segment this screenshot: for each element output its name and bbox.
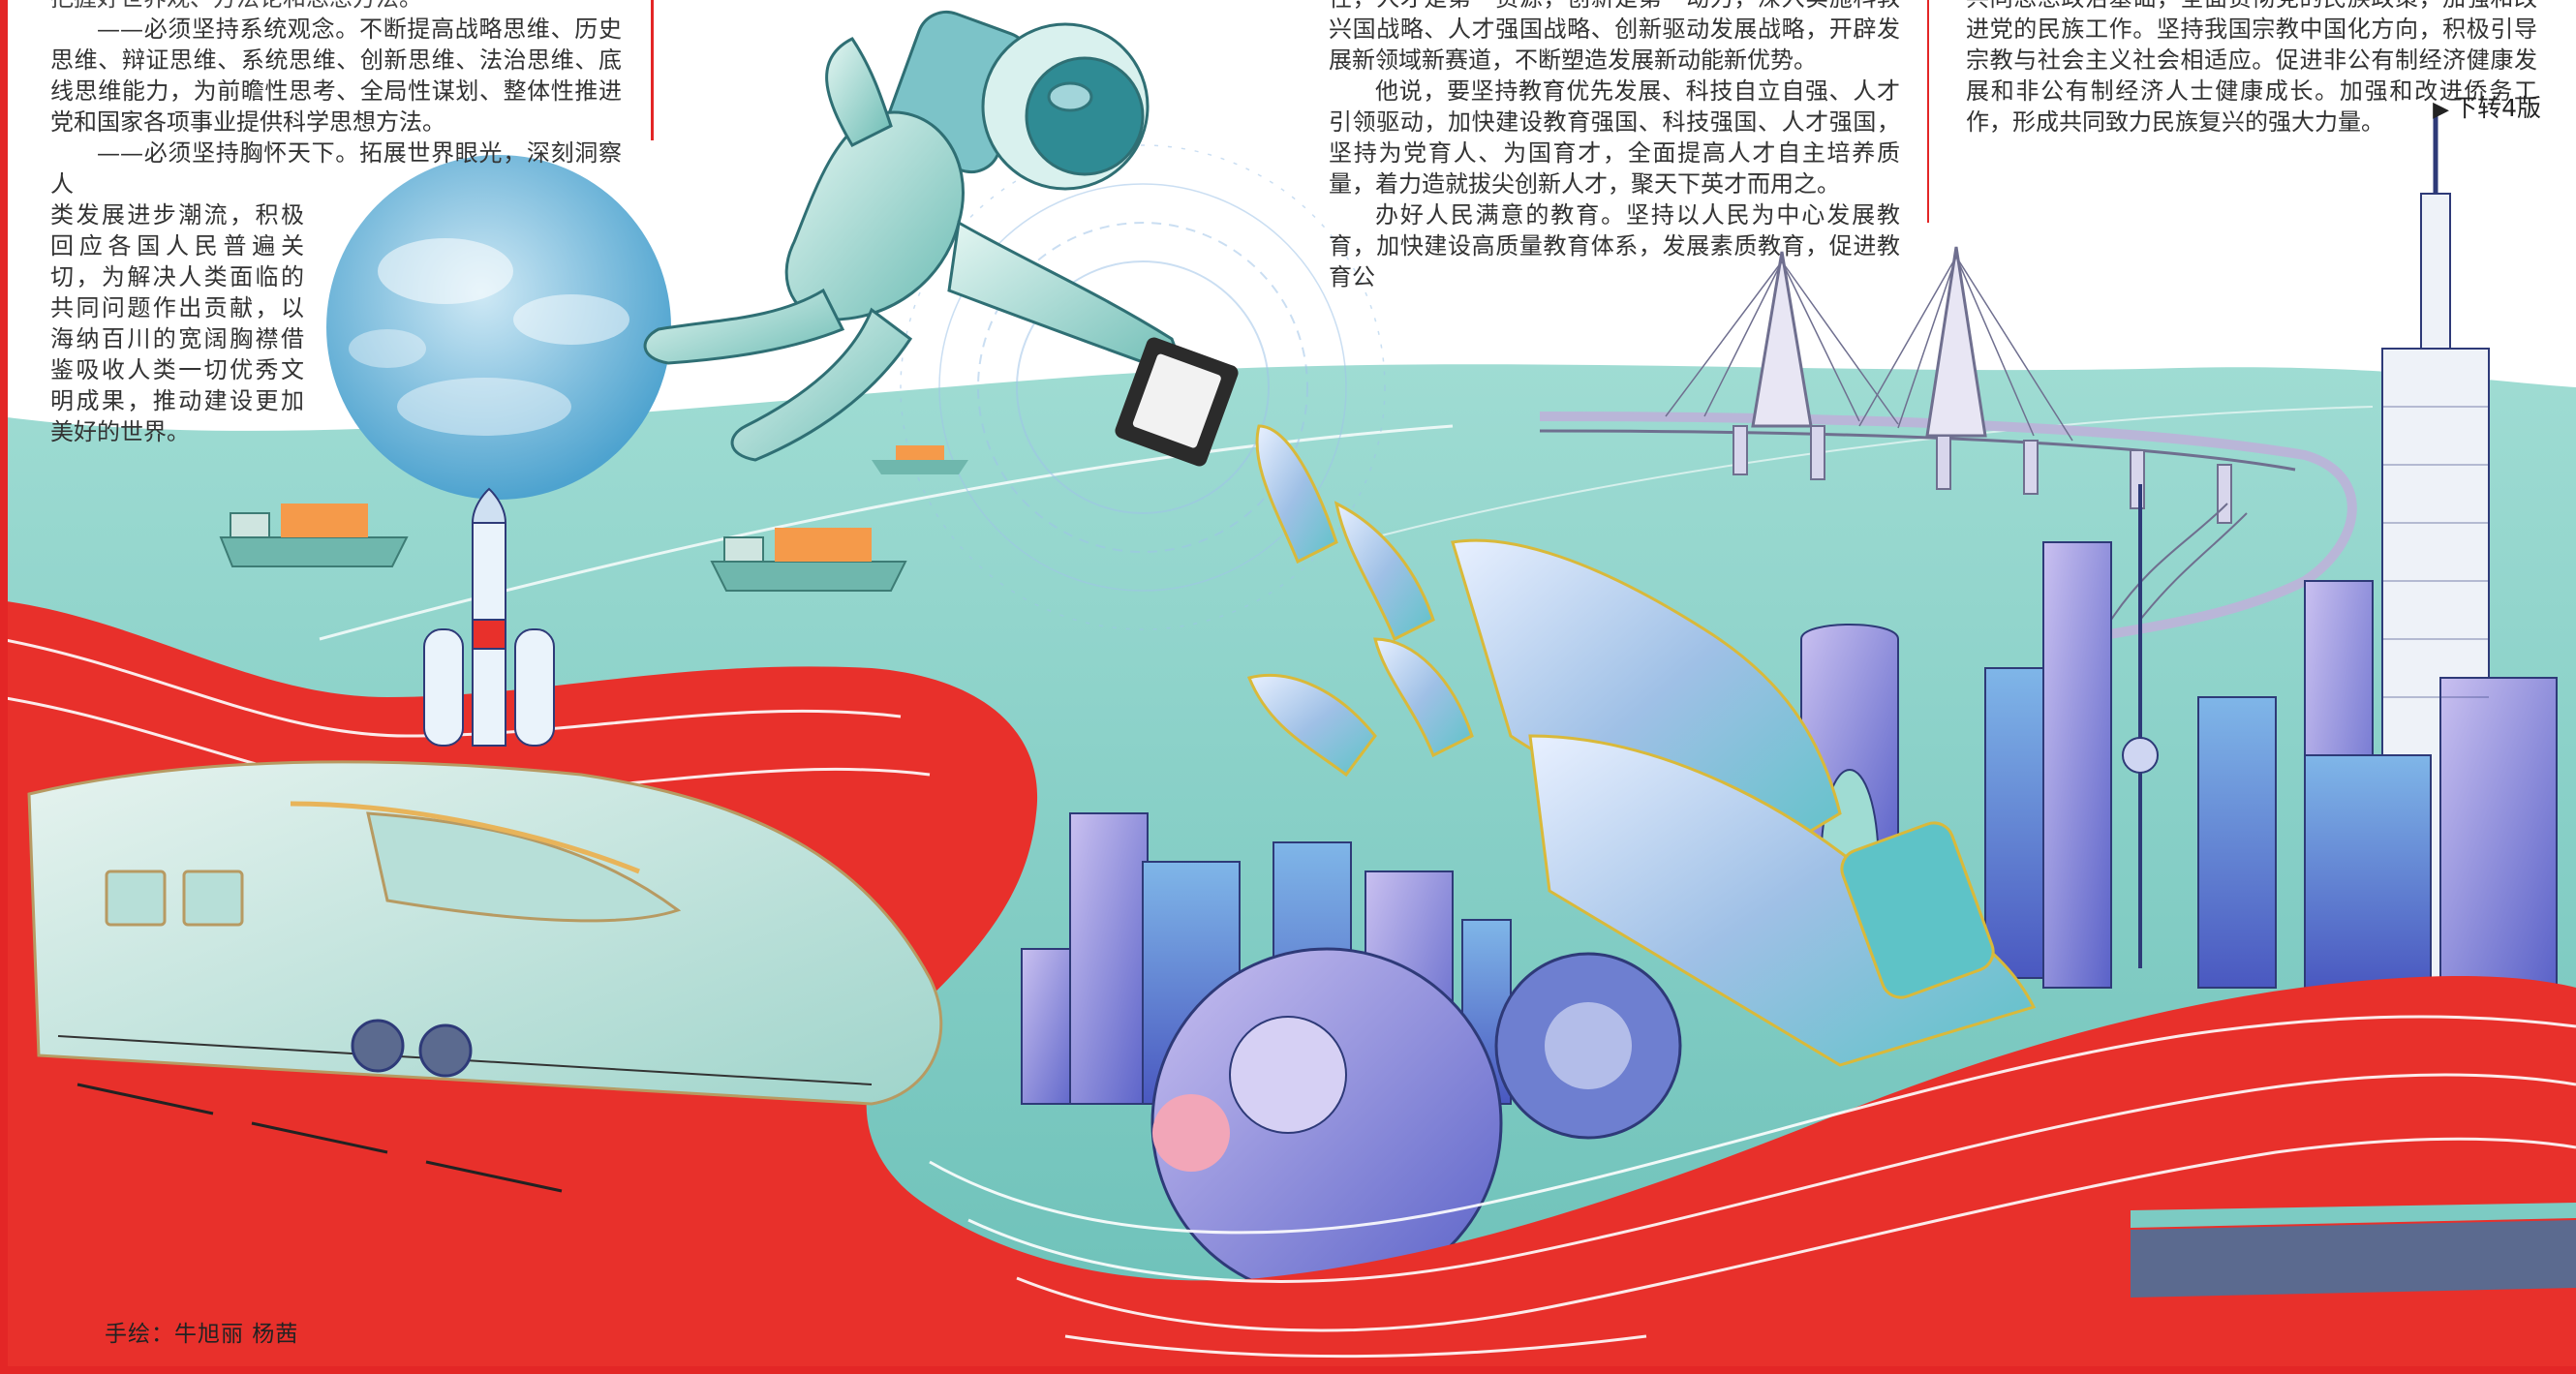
planet-icon (326, 155, 671, 500)
paragraph: 把握好世界观、方法论和思想方法。 (50, 0, 622, 14)
paragraph: 类发展进步潮流，积极回应各国人民普遍关切，为解决人类面临的共同问题作出贡献，以海… (50, 201, 304, 445)
continued-note[interactable]: ▶下转4版 (2433, 89, 2541, 124)
paragraph: 他说，要坚持教育优先发展、科技自立自强、人才引领驱动，加快建设教育强国、科技强国… (1329, 77, 1900, 198)
astronaut-icon (643, 10, 1189, 462)
paragraph: 办好人民满意的教育。坚持以人民为中心发展教育，加快建设高质量教育体系，发展素质教… (1329, 201, 1900, 290)
article-column-2: 性，人才是第一资源，创新是第一动力，深入实施科教兴国战略、人才强国战略、创新驱动… (1329, 0, 1900, 292)
article-column-1: 把握好世界观、方法论和思想方法。 ——必须坚持系统观念。不断提高战略思维、历史思… (50, 0, 622, 447)
cargo-ship-icon (219, 504, 409, 567)
cargo-ship-icon (710, 528, 907, 592)
tablet-icon (1115, 337, 1239, 467)
column-divider (651, 0, 654, 140)
illustration-credit: 手绘：牛旭丽 杨茜 (105, 1322, 299, 1347)
skyscraper-icon (1800, 116, 2558, 989)
paragraph: ——必须坚持胸怀天下。拓展世界眼光，深刻洞察人 (50, 139, 622, 198)
cargo-ship-icon (872, 445, 968, 474)
paragraph: ——必须坚持系统观念。不断提高战略思维、历史思维、辩证思维、系统思维、创新思维、… (50, 15, 622, 136)
rocket-icon (423, 487, 555, 747)
orbit-rings (900, 144, 1386, 630)
paragraph: 性，人才是第一资源，创新是第一动力，深入实施科教兴国战略、人才强国战略、创新驱动… (1329, 0, 1900, 74)
triangle-right-icon: ▶ (2433, 98, 2450, 122)
continued-label: 下转4版 (2453, 94, 2541, 122)
bridge-icon (1539, 246, 2357, 644)
article-column-3: 共同思想政治基础，全面贯彻党的民族政策，加强和改进党的民族工作。坚持我国宗教中国… (1966, 0, 2537, 137)
bullet-train-icon (27, 760, 943, 1193)
paragraph: 共同思想政治基础，全面贯彻党的民族政策，加强和改进党的民族工作。坚持我国宗教中国… (1966, 0, 2537, 136)
column-divider (1927, 0, 1929, 223)
robot-hand-icon (1246, 424, 2037, 1067)
gear-icon (1494, 952, 1682, 1140)
